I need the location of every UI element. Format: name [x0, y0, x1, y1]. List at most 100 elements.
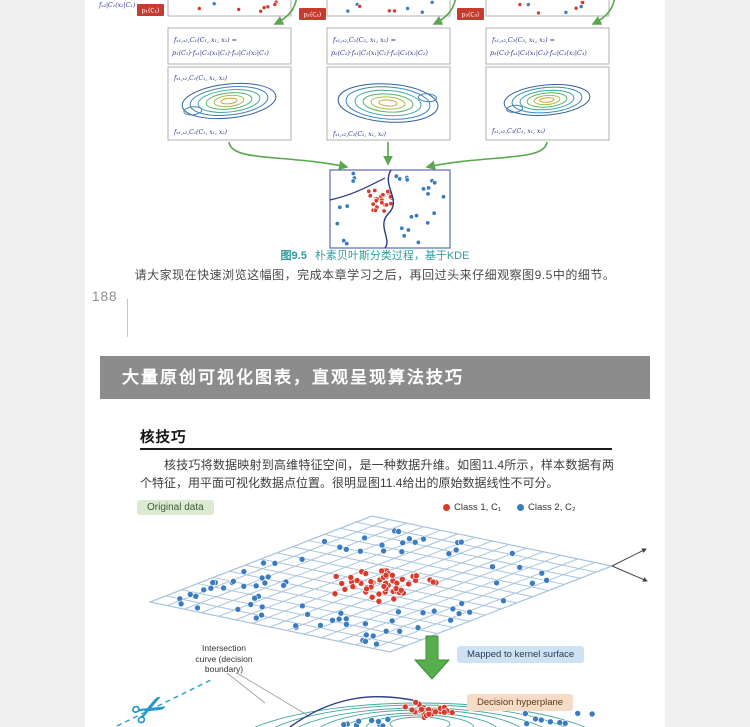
- surface-decision-curve: [289, 696, 418, 727]
- grid-line: [321, 552, 543, 638]
- leader-line: [236, 672, 308, 716]
- data-point: [341, 238, 347, 244]
- section-body-text: 核技巧将数据映射到高维特征空间，是一种数据升维。如图11.4所示，样本数据有两个…: [140, 458, 614, 490]
- data-point: [452, 546, 460, 554]
- data-point: [363, 585, 370, 593]
- data-point: [362, 631, 370, 639]
- data-point: [429, 0, 435, 5]
- formula-box: [167, 27, 292, 65]
- data-point: [380, 583, 388, 590]
- data-point: [425, 710, 433, 718]
- reader-note: 请大家现在快速浏览这幅图，完成本章学习之后，再回过头来仔细观察图9.5中的细节。: [134, 268, 616, 282]
- data-point: [261, 5, 267, 10]
- data-point: [399, 539, 407, 547]
- data-point: [580, 0, 585, 5]
- data-point: [536, 10, 541, 16]
- data-point: [455, 610, 463, 617]
- data-point: [522, 710, 529, 717]
- data-point: [240, 583, 248, 590]
- prior-badge-label: p₁(C₁): [142, 8, 160, 15]
- data-point: [207, 584, 215, 592]
- data-point: [529, 580, 536, 587]
- data-point: [390, 595, 398, 603]
- data-point: [194, 604, 201, 612]
- data-point: [373, 640, 380, 648]
- formula-line: p₃(C₃)·fₓ₁|C₃(x₁|C₃)·fₓ₂|C₃(x₂|C₃): [490, 50, 587, 57]
- prior-badges: p₁(C₁) p₂(C₂) p₃(C₃): [137, 4, 484, 20]
- leader-line: [226, 672, 266, 704]
- data-point: [393, 579, 401, 587]
- data-point: [335, 615, 343, 623]
- data-point: [192, 593, 200, 600]
- data-point: [440, 194, 446, 200]
- data-point: [347, 574, 355, 581]
- data-point: [378, 541, 386, 549]
- figure-caption-number: 图9.5: [280, 250, 307, 262]
- data-point: [419, 609, 427, 616]
- data-point: [337, 204, 343, 210]
- data-point: [271, 560, 279, 567]
- formula-line: fₓ₁,ₓ₂,C₃(C₃, x₁, x₂) =: [491, 37, 555, 44]
- data-point: [408, 706, 416, 714]
- data-point: [304, 611, 311, 618]
- decision-boundary-branch: [329, 177, 386, 201]
- data-point: [418, 706, 425, 713]
- data-point: [429, 578, 437, 586]
- flow-arrows-converge: [228, 141, 548, 171]
- prior-badge: [457, 8, 484, 20]
- data-point: [368, 717, 375, 724]
- data-point: [299, 602, 306, 610]
- data-point: [378, 567, 385, 575]
- data-point: [449, 605, 457, 613]
- data-point: [252, 582, 260, 590]
- grid-line: [324, 534, 564, 584]
- data-point: [447, 616, 454, 624]
- class1-dot-icon: [443, 504, 450, 511]
- data-point: [413, 572, 420, 580]
- arrow: [425, 141, 548, 171]
- leader-lines: [226, 672, 308, 716]
- data-point: [367, 578, 375, 585]
- contour-plot: [337, 83, 439, 123]
- data-point: [344, 241, 350, 247]
- data-point: [265, 4, 271, 10]
- data-point: [234, 606, 242, 613]
- data-point: [397, 176, 403, 182]
- axis-arrows: [611, 548, 648, 582]
- data-point: [388, 617, 396, 625]
- data-point: [420, 535, 427, 543]
- data-point: [380, 192, 386, 198]
- page-number: 188: [92, 289, 118, 304]
- data-point: [353, 577, 361, 584]
- mapped-to-kernel-tag: Mapped to kernel surface: [457, 646, 585, 663]
- formula-line: p₂(C₂)·fₓ₁|C₂(x₁|C₂)·fₓ₂|C₂(x₂|C₂): [331, 50, 428, 57]
- data-point: [321, 538, 328, 545]
- grid-line: [372, 516, 612, 566]
- data-point: [384, 202, 390, 208]
- formula-line: fₓ₁,ₓ₂,C₁(C₁, x₁, x₂) =: [173, 37, 237, 44]
- data-point: [458, 600, 466, 607]
- contour-boxes: fₓ₁,ₓ₂,C₁(C₁, x₁, x₂) fₓ₁,ₓ₂,C₁(C₁, x₁, …: [167, 66, 610, 141]
- data-point: [317, 622, 324, 629]
- contour-box: [326, 66, 451, 141]
- data-point: [341, 586, 349, 593]
- data-point: [292, 622, 299, 629]
- data-point: [280, 582, 287, 589]
- data-point: [362, 570, 370, 577]
- section-heading-rule: [140, 448, 612, 450]
- data-point: [561, 720, 569, 727]
- cropped-box: [485, 0, 610, 17]
- arrow: [591, 0, 615, 25]
- data-point: [385, 189, 391, 195]
- data-point: [230, 578, 237, 585]
- data-point: [272, 2, 278, 7]
- data-point: [393, 173, 399, 179]
- data-point: [425, 191, 431, 197]
- contour-box: [485, 66, 610, 141]
- contour-label: fₓ₁,ₓ₂,C₁(C₁, x₁, x₂): [173, 75, 228, 82]
- data-point: [543, 577, 550, 584]
- data-point: [389, 572, 396, 579]
- data-point: [331, 590, 339, 597]
